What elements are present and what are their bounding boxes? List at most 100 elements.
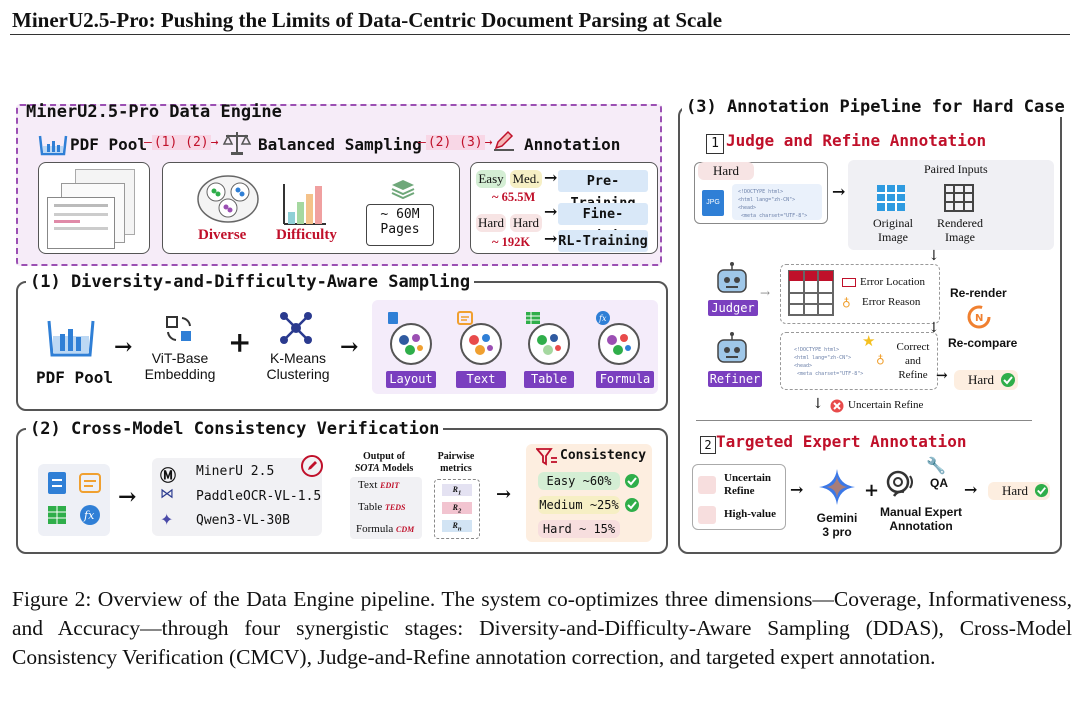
doc-types-box: fx [38,464,110,536]
output-text-metric: EDIT [380,481,400,490]
doc-types-icons: fx [48,472,101,525]
label-formula: Formula [596,371,654,388]
gemini-line-1: Gemini [816,511,858,525]
arrow-pre: → [544,168,558,187]
hard-input-box [694,162,828,224]
uncertain-label: Uncertain Refine [724,472,771,498]
easy-level: Easy ~60% [538,472,620,490]
correct-line-3: Refine [898,369,928,381]
model-mineru: MinerU 2.5 [196,464,275,479]
refine-result-box [780,332,938,390]
pdf-page-3 [47,197,115,249]
uncertain-refine-label: Uncertain Refine [848,399,924,411]
manual-line-2: Annotation [889,519,953,533]
expert-head-icon [884,468,918,506]
refresh-icon: N [966,304,992,334]
high-value-chip-icon [698,506,716,524]
layers-icon [390,178,416,204]
hard-chip-1: Hard [476,214,506,232]
jpg-icon: JPG [702,190,724,216]
gemini-line-2: 3 pro [822,525,852,539]
label-layout: Layout [386,371,436,388]
sampling-title: (1) Diversity-and-Difficulty-Aware Sampl… [26,272,475,292]
error-reason-icon: ♁ [842,295,851,309]
step2-title: Targeted Expert Annotation [716,432,967,451]
s3-arrow-down-3: ↓ [812,396,824,412]
rn-sub: n [457,525,462,533]
hard-input-chip: Hard [698,162,754,180]
filter-icon [535,448,558,470]
uncertain-x-icon [830,398,844,417]
hard-final-chip: Hard [988,482,1050,500]
s1-plus: + [228,326,252,359]
hard-chip-2: Hard [510,214,542,232]
r1-chip: R1 [442,484,472,497]
error-location-label: Error Location [860,276,926,288]
step1-number: 1 [706,134,724,154]
s3-arrow-down-1: ↓ [928,248,940,264]
rendered-line-1: Rendered [937,216,983,230]
recompare-label: Re-compare [948,336,1018,350]
label-table: Table [524,371,574,388]
uncertain-line-1: Uncertain [724,472,772,484]
r1-letter: R [452,485,458,494]
svg-text:N: N [975,313,983,324]
output-table-metric: TEDS [385,503,406,512]
rl-training-label: RL-Training [558,230,648,252]
correct-refine-label: Correct and Refine [886,340,940,382]
output-formula-metric: CDM [396,525,415,534]
s2-arrow-1: → [118,484,137,510]
s3-arrow-hard: → [936,368,948,384]
uncertain-line-2: Refine [724,485,755,497]
s3-arrow-1: → [832,182,846,201]
s3-arrow-gemini: → [790,480,804,499]
models-box [152,458,322,536]
error-location-icon [842,278,856,287]
pairwise-line-1: Pairwise [437,451,475,462]
hard-level: Hard ~ 15% [538,520,620,538]
hard-output-chip: Hard [954,370,1018,390]
refined-code-snippet: <!DOCTYPE html><html lang="zh-CN"><head>… [788,342,872,380]
output-text: Text EDIT [358,479,399,491]
medium-level: Medium ~25% [538,496,620,514]
s1-pdf-pool-label: PDF Pool [36,368,114,387]
pages-count: ~ 60M [380,207,420,222]
pdf-stack-box [38,162,150,254]
star-icon: ★ [862,332,876,350]
annotation-section-title: (3) Annotation Pipeline for Hard Case [682,97,1069,117]
r2-sub: 2 [458,507,462,515]
pairwise-header: Pairwise metrics [428,451,484,475]
step-divider [696,420,1032,421]
kmeans-line-2: Clustering [266,366,330,382]
count-65m: ~ 65.5M [492,190,536,204]
models-word: Models [379,463,414,474]
diverse-clusters-icon [196,174,260,228]
kmeans-line-1: K-Means [269,350,327,366]
pairwise-box [434,479,480,539]
rendered-image-icon [944,184,974,216]
header-rule [10,34,1070,35]
page-title: MinerU2.5-Pro: Pushing the Limits of Dat… [12,8,723,32]
svg-text:fx: fx [83,509,95,522]
output-header-1: Output of [363,451,405,462]
pairwise-line-2: metrics [440,463,472,474]
med-chip: Med. [510,170,542,188]
formula-cluster-icon: fx [592,310,646,374]
expert-input-box [692,464,786,530]
s3-plus: + [864,480,880,501]
s3-arrow-final: → [964,480,978,499]
engine-link-2-text: (2) (3) [425,135,485,150]
engine-link-2: —(2) (3)→ [418,135,493,150]
mineru-icon: Ⓜ [160,466,177,485]
difficulty-bars-icon [282,182,328,230]
label-text: Text [456,371,506,388]
rn-chip: Rn [442,520,472,533]
annotation-label: Annotation [524,135,621,154]
embedding-icon [164,314,194,348]
kmeans-icon [278,310,314,350]
difficulty-label: Difficulty [276,227,337,243]
s3-arrow-down-2: ↓ [928,320,940,336]
correct-line-1: Correct [896,341,930,353]
